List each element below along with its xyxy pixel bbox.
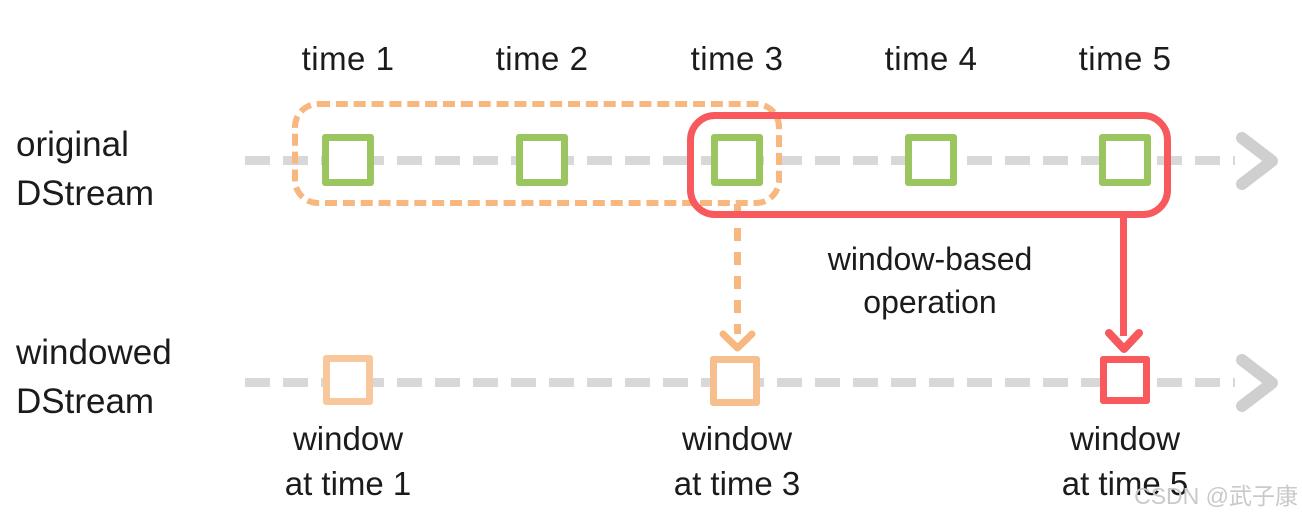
rdd-square-time-1 [322,134,374,186]
rdd-square-time-2 [516,134,568,186]
window-op-arrow-time-5 [1120,218,1127,336]
original-stream-arrowhead-icon [1236,132,1278,190]
windowed-dstream-label: windowed DStream [16,328,246,426]
window-at-time-5-line1: window [1069,420,1181,457]
window-op-arrowhead-time-3-icon [719,330,756,352]
time-label-1: time 1 [301,40,395,77]
csdn-watermark: CSDN @武子康 [1134,483,1298,509]
windowed-stream-arrowhead-icon [1236,354,1278,412]
window-based-operation-line2: operation [863,284,997,320]
windowed-square-time-3 [710,356,760,406]
rdd-square-time-3 [711,134,763,186]
window-rect-time-3-to-5 [687,112,1171,218]
window-at-time-1-line1: window [292,420,404,457]
window-op-arrow-time-3 [734,204,741,334]
original-dstream-label-line1: original [16,125,129,164]
time-label-3: time 3 [690,40,784,77]
windowed-dstream-label-line2: DStream [16,382,155,421]
window-at-time-5-line2: at time 5 [1061,465,1189,502]
windowed-dstream-label-line1: windowed [16,333,172,372]
window-rect-time-1-to-3 [292,101,782,206]
windowed-square-time-1 [323,355,373,405]
window-op-arrowhead-time-5-icon [1105,329,1143,353]
window-at-time-5-label: window at time 5 [1005,416,1245,506]
rdd-square-time-5 [1099,134,1151,186]
original-dstream-label: original DStream [16,120,246,218]
time-label-2: time 2 [495,40,589,77]
original-dstream-label-line2: DStream [16,174,155,213]
time-label-5: time 5 [1078,40,1172,77]
window-at-time-1-label: window at time 1 [228,416,468,506]
window-at-time-3-line2: at time 3 [673,465,801,502]
time-label-4: time 4 [884,40,978,77]
window-based-operation-line1: window-based [827,241,1033,277]
window-at-time-1-line2: at time 1 [284,465,412,502]
window-at-time-3-label: window at time 3 [617,416,857,506]
window-based-operation-label: window-based operation [760,238,1100,324]
rdd-square-time-4 [905,134,957,186]
window-at-time-3-line1: window [681,420,793,457]
windowed-square-time-5 [1100,356,1150,404]
